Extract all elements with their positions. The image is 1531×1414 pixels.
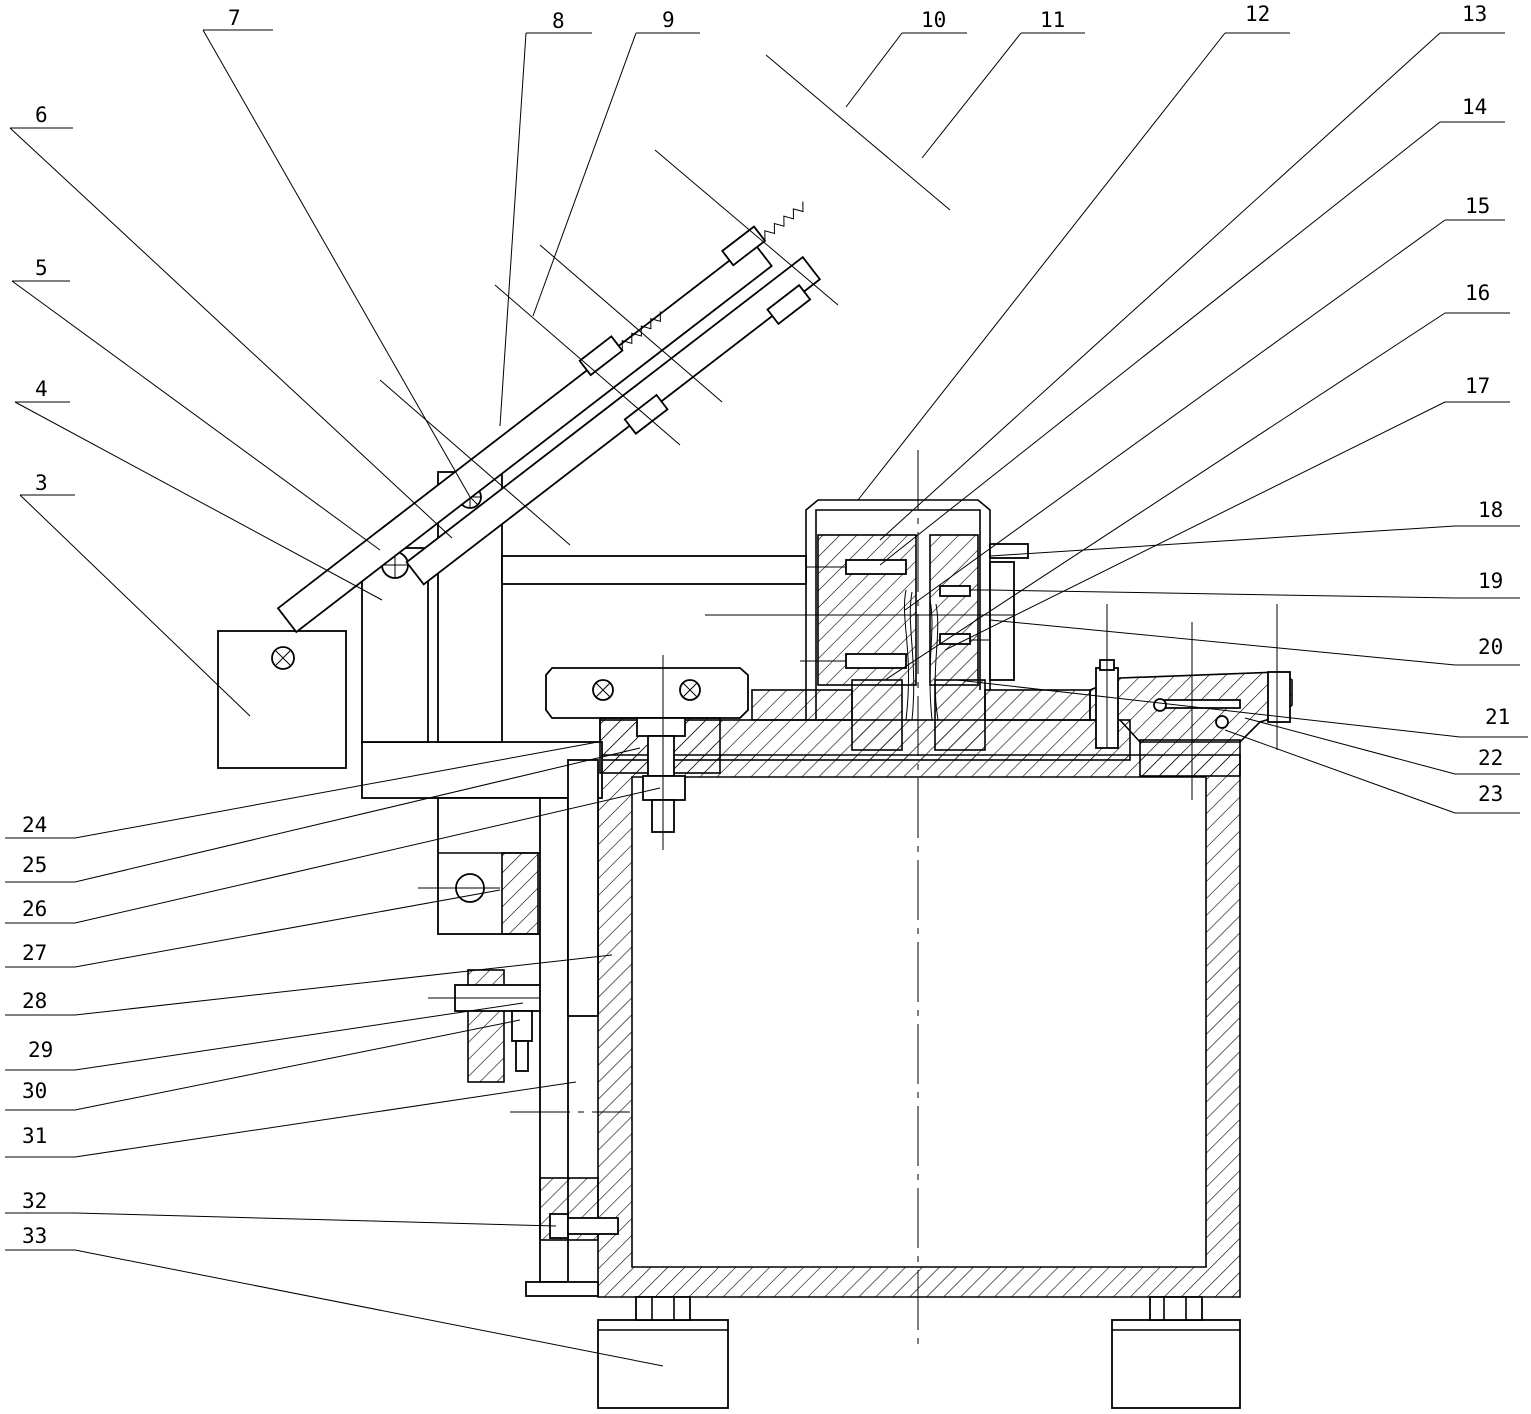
callout-22: 22 [1478,746,1503,770]
callout-30: 30 [22,1079,47,1103]
callout-23: 23 [1478,782,1503,806]
callout-5: 5 [35,256,48,280]
leader-lines [5,29,1528,1367]
callout-4: 4 [35,377,48,401]
top-left-clamp [545,655,749,850]
callout-18: 18 [1478,498,1503,522]
callout-29: 29 [28,1038,53,1062]
callout-6: 6 [35,103,48,127]
callout-26: 26 [22,897,47,921]
callout-21: 21 [1485,705,1510,729]
callout-28: 28 [22,989,47,1013]
callout-14: 14 [1462,95,1487,119]
callout-32: 32 [22,1189,47,1213]
callout-3: 3 [35,471,48,495]
callout-13: 13 [1462,2,1487,26]
callout-27: 27 [22,941,47,965]
callout-11: 11 [1040,8,1065,32]
callout-9: 9 [662,8,675,32]
angled-arm [276,201,822,634]
callout-16: 16 [1465,281,1490,305]
head-assembly [751,499,1091,751]
container-body [597,719,1241,1298]
callout-33: 33 [22,1224,47,1248]
callout-19: 19 [1478,569,1503,593]
left-bracket [217,471,807,1297]
callout-24: 24 [22,813,47,837]
callout-10: 10 [921,8,946,32]
callout-8: 8 [552,9,565,33]
callout-17: 17 [1465,374,1490,398]
callout-12: 12 [1245,2,1270,26]
callout-7: 7 [228,6,241,30]
callout-labels: 3 4 5 6 7 8 9 10 11 12 13 14 15 16 17 18… [22,2,1510,1248]
feet [597,1296,1241,1409]
callout-15: 15 [1465,194,1490,218]
callout-20: 20 [1478,635,1503,659]
callout-25: 25 [22,853,47,877]
callout-31: 31 [22,1124,47,1148]
